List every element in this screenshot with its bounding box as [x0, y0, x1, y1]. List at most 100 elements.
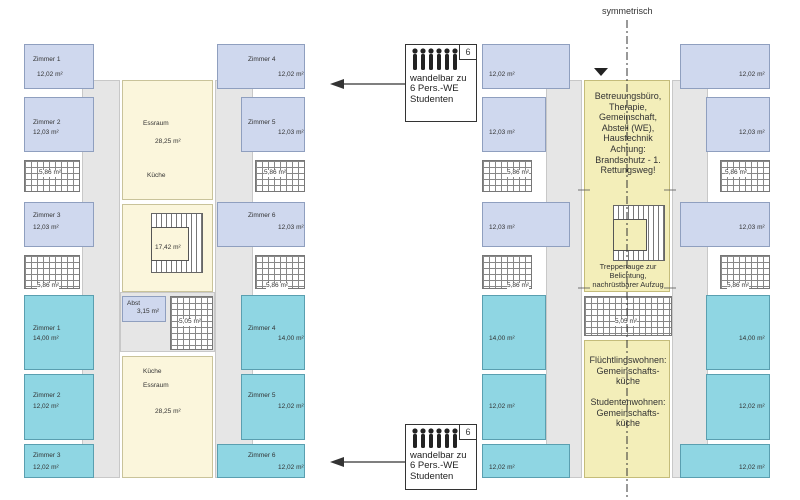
right-room-w3: 12,03 m²: [482, 202, 570, 247]
bath-area: 5,05 m²: [179, 318, 202, 326]
core-usage-text: Betreuungsbüro, Therapie, Gemeinschaft, …: [594, 91, 662, 176]
room-area: 12,03 m²: [33, 129, 59, 136]
room-area: 12,02 m²: [739, 71, 765, 78]
persons-icon: [410, 427, 460, 449]
left-room-zimmer-5-bottom: Zimmer 5 12,02 m²: [241, 374, 305, 440]
room-name: Zimmer 6: [248, 452, 276, 459]
right-room-e1: 12,02 m²: [680, 44, 770, 89]
right-bath-center: 5,05 m²: [584, 296, 672, 336]
room-name: Zimmer 3: [33, 452, 61, 459]
room-area: 12,02 m²: [489, 403, 515, 410]
refugee-kitchen-text: Flüchtlingswohnen: Gemeinschafts-küche: [589, 355, 667, 387]
essraum-label: Essraum: [143, 120, 169, 127]
right-room-w6: 12,02 m²: [482, 444, 570, 478]
abst-label: Abst: [127, 300, 141, 307]
left-room-zimmer-4-bottom: Zimmer 4 14,00 m²: [241, 295, 305, 370]
essraum-label: Essraum: [143, 382, 169, 389]
room-area: 12,03 m²: [33, 224, 59, 231]
left-room-zimmer-2-bottom: Zimmer 2 12,02 m²: [24, 374, 94, 440]
entry-triangle-icon: [594, 68, 608, 76]
room-area: 12,02 m²: [739, 403, 765, 410]
bath-area: 5,86 m²: [37, 282, 60, 290]
room-area: 12,02 m²: [489, 464, 515, 471]
symmetry-axis-label: symmetrisch: [602, 6, 653, 16]
bath-area: 5,05 m²: [615, 318, 638, 326]
kitchen-label: Küche: [143, 368, 162, 375]
room-area: 14,00 m²: [278, 335, 304, 342]
left-bath-ne: 5,86 m²: [255, 160, 305, 192]
arrow-head-bottom-icon: [330, 457, 344, 467]
right-room-w1: 12,02 m²: [482, 44, 570, 89]
left-room-zimmer-1-top: Zimmer 1 12,02 m²: [24, 44, 94, 89]
right-stair-well: [613, 219, 647, 251]
left-room-zimmer-6-bottom: Zimmer 6 12,02 m²: [217, 444, 305, 478]
left-essraum-top: Essraum 28,25 m² Küche: [122, 80, 213, 200]
right-room-w4: 14,00 m²: [482, 295, 546, 370]
room-name: Zimmer 4: [248, 325, 276, 332]
stair-note: Treppenauge zur Belichtung, nachrüstbare…: [592, 262, 664, 289]
room-name: Zimmer 2: [33, 392, 61, 399]
room-area: 12,03 m²: [489, 129, 515, 136]
bath-area: 5,86 m²: [264, 169, 287, 177]
bath-area: 5,86 m²: [507, 169, 530, 177]
badge-number: 6: [459, 425, 476, 440]
essraum-area: 28,25 m²: [155, 138, 181, 145]
room-area: 12,03 m²: [278, 224, 304, 231]
right-room-e5: 12,02 m²: [706, 374, 770, 440]
left-room-zimmer-5-top: Zimmer 5 12,03 m²: [241, 97, 305, 152]
left-room-zimmer-6-top: Zimmer 6 12,03 m²: [217, 202, 305, 247]
right-room-w2: 12,03 m²: [482, 97, 546, 152]
bath-area: 5,86 m²: [39, 169, 62, 177]
right-room-w5: 12,02 m²: [482, 374, 546, 440]
right-room-e2: 12,03 m²: [706, 97, 770, 152]
room-area: 12,02 m²: [33, 403, 59, 410]
left-stair-hall: 17,42 m²: [122, 204, 213, 292]
right-bath-w: 5,86 m²: [482, 255, 532, 290]
room-area: 14,00 m²: [739, 335, 765, 342]
convertible-badge-top: 6 wandelbar zu 6 Pers.-WE Studenten: [405, 44, 477, 122]
bath-area: 5,86 m²: [725, 169, 748, 177]
right-corridor-west: [546, 80, 582, 478]
right-corridor-east: [672, 80, 708, 478]
room-area: 12,02 m²: [33, 464, 59, 471]
room-area: 12,03 m²: [278, 129, 304, 136]
right-room-e3: 12,03 m²: [680, 202, 770, 247]
room-area: 12,03 m²: [739, 224, 765, 231]
room-area: 12,02 m²: [489, 71, 515, 78]
room-area: 14,00 m²: [489, 335, 515, 342]
left-room-zimmer-1-bottom: Zimmer 1 14,00 m²: [24, 295, 94, 370]
room-name: Zimmer 2: [33, 119, 61, 126]
bath-area: 5,86 m²: [727, 282, 750, 290]
right-bath-ne: 5,86 m²: [720, 160, 770, 192]
room-name: Zimmer 1: [33, 325, 61, 332]
room-area: 12,03 m²: [489, 224, 515, 231]
room-name: Zimmer 1: [33, 56, 61, 63]
room-area: 14,00 m²: [33, 335, 59, 342]
room-area: 12,02 m²: [739, 464, 765, 471]
room-area: 12,02 m²: [278, 71, 304, 78]
room-name: Zimmer 6: [248, 212, 276, 219]
convertible-badge-bottom: 6 wandelbar zu 6 Pers.-WE Studenten: [405, 424, 477, 490]
kitchen-label: Küche: [147, 172, 166, 179]
left-abst: Abst 3,15 m²: [122, 296, 166, 322]
stair-area: 17,42 m²: [155, 244, 181, 251]
badge-text: wandelbar zu 6 Pers.-WE Studenten: [410, 73, 467, 105]
room-area: 12,03 m²: [739, 129, 765, 136]
right-bath-e: 5,86 m²: [720, 255, 770, 290]
left-bath-w: 5,86 m²: [24, 255, 80, 290]
left-bath-nw: 5,86 m²: [24, 160, 80, 192]
stair-well: 17,42 m²: [151, 227, 189, 261]
room-area: 12,02 m²: [278, 464, 304, 471]
bath-area: 5,86 m²: [266, 282, 289, 290]
badge-number: 6: [459, 45, 476, 60]
room-name: Zimmer 5: [248, 119, 276, 126]
room-area: 12,02 m²: [37, 71, 63, 78]
left-essraum-bottom: Küche Essraum 28,25 m²: [122, 356, 213, 478]
abst-area: 3,15 m²: [137, 308, 160, 315]
persons-icon: [410, 47, 460, 71]
left-room-zimmer-4-top: Zimmer 4 12,02 m²: [217, 44, 305, 89]
bath-area: 5,86 m²: [507, 282, 530, 290]
right-room-e6: 12,02 m²: [680, 444, 770, 478]
right-room-e4: 14,00 m²: [706, 295, 770, 370]
